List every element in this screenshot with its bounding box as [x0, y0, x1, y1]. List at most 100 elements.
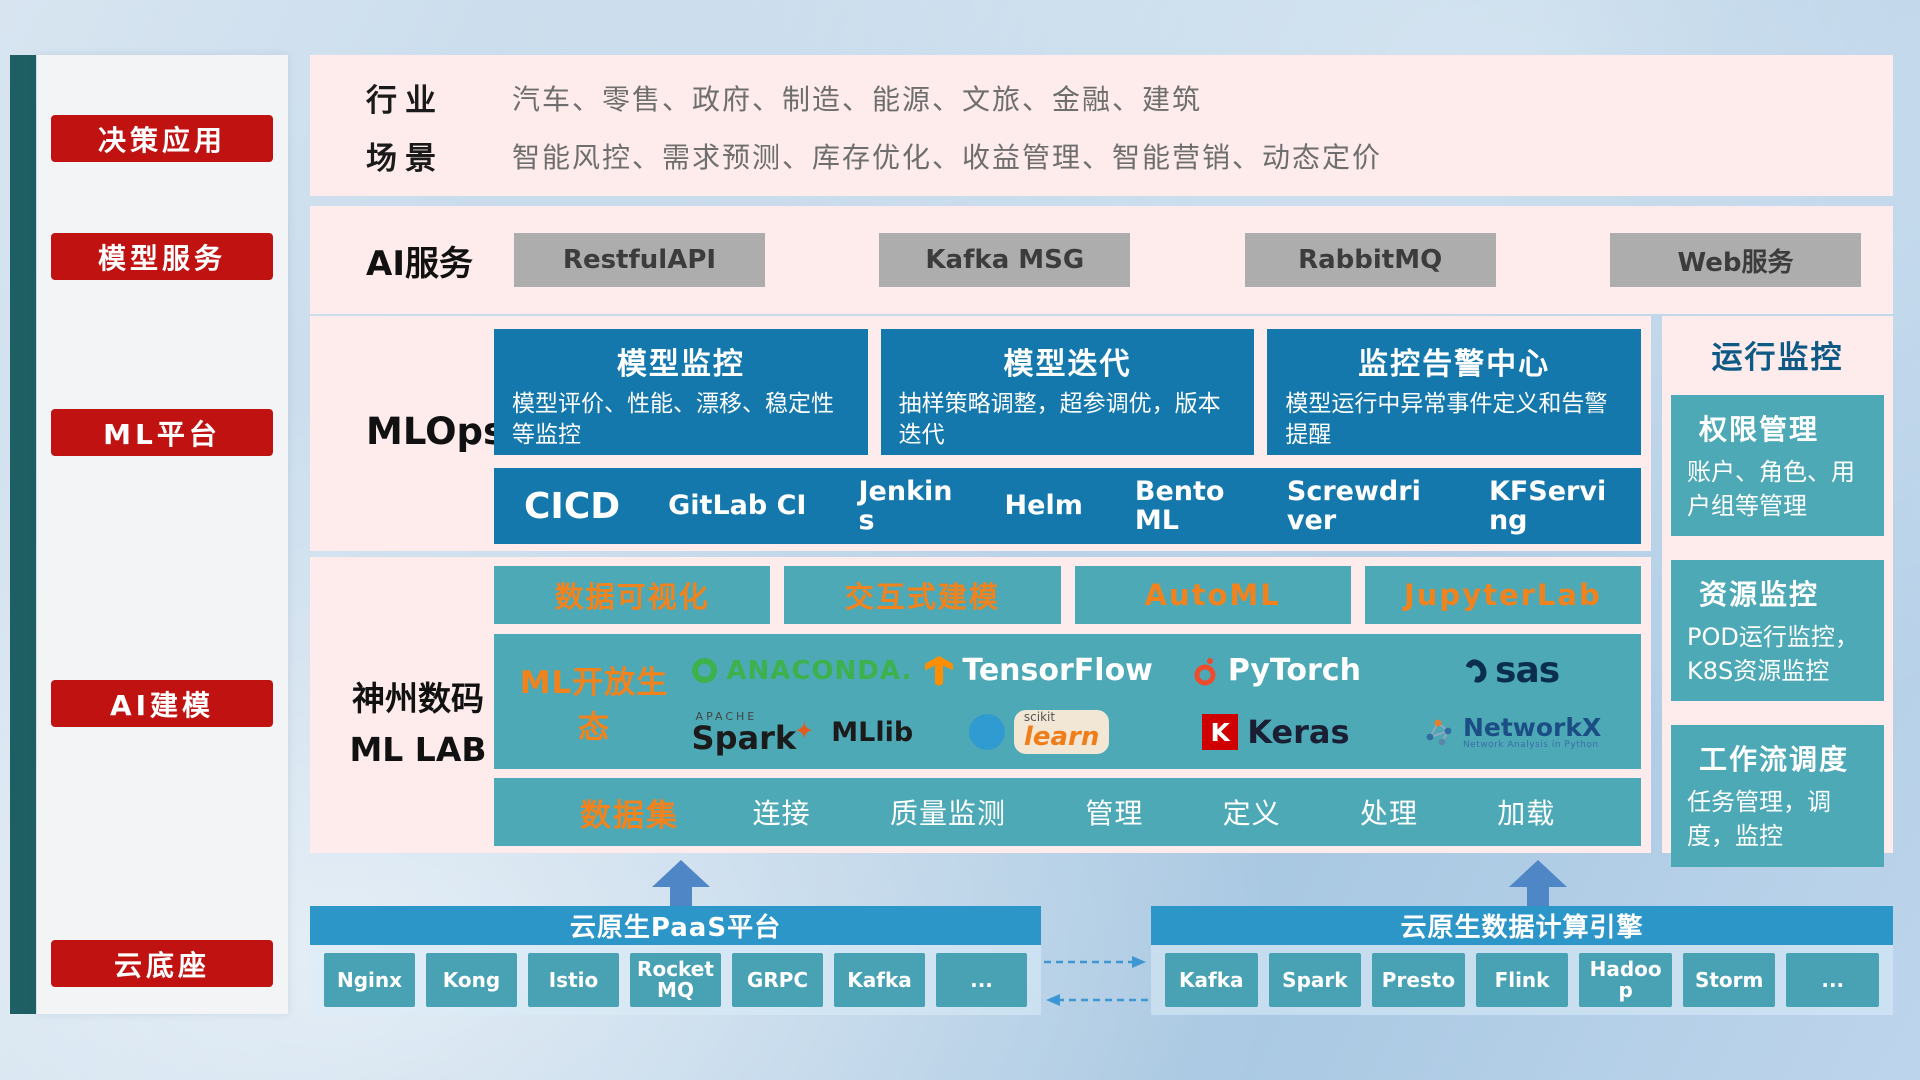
dataset-item-load: 加载	[1497, 797, 1556, 830]
dataset-item-manage: 管理	[1085, 797, 1144, 830]
card-alert-center: 监控告警中心 模型运行中异常事件定义和告警提醒	[1267, 329, 1642, 455]
pytorch-wordmark: PyTorch	[1227, 653, 1361, 689]
learn-label: learn	[1023, 721, 1100, 752]
ml-ecosystem-label: ML开放生态	[519, 664, 669, 746]
layer-button-ml-platform: ML平台	[51, 409, 273, 456]
card-desc: POD运行监控，K8S资源监控	[1687, 623, 1859, 685]
networkx-name: NetworkX	[1462, 712, 1602, 742]
chip-spark: Spark	[1268, 953, 1362, 1007]
arrow-head	[652, 860, 710, 887]
card-title: 资源监控	[1699, 578, 1820, 612]
ai-service-row: AI服务 RestfulAPI Kafka MSG RabbitMQ Web服务	[310, 206, 1893, 314]
data-engine-chips: Kafka Spark Presto Flink Hadoop Storm ..…	[1151, 945, 1893, 1015]
dataset-item-quality: 质量监测	[889, 797, 1006, 830]
tensorflow-logo: TensorFlow	[925, 653, 1153, 688]
industry-label: 行业	[366, 83, 444, 119]
dataset-bar: 数据集 连接 质量监测 管理 定义 处理 加载	[494, 778, 1641, 846]
keras-wordmark: Keras	[1247, 713, 1350, 752]
card-title: 模型监控	[616, 347, 745, 382]
sas-wordmark: sas	[1495, 650, 1560, 692]
scenario-label: 场景	[366, 141, 444, 177]
box-data-visualization: 数据可视化	[494, 566, 771, 624]
cicd-item-gitlab-ci: GitLab CI	[668, 490, 807, 522]
card-desc: 任务管理，调度，监控	[1687, 788, 1831, 850]
sas-logo: sas	[1461, 650, 1560, 692]
apache-label: APACHE	[695, 709, 758, 723]
cicd-item-kfserving: KFServing	[1488, 475, 1607, 536]
chip-kafka-msg: Kafka MSG	[879, 233, 1131, 287]
box-interactive-modeling: 交互式建模	[784, 566, 1061, 624]
runtime-monitor-title: 运行监控	[1711, 340, 1844, 376]
data-engine-bar: 云原生数据计算引擎	[1151, 906, 1893, 945]
mlops-row: MLOps 模型监控 模型评价、性能、漂移、稳定性等监控 模型迭代 抽样策略调整…	[310, 316, 1651, 551]
cicd-items: GitLab CI Jenkins Helm BentoML Screwdriv…	[668, 477, 1611, 535]
anaconda-icon	[692, 658, 718, 684]
scikit-learn-wordmark: scikit learn	[1013, 710, 1110, 755]
spark-star-icon	[794, 717, 814, 745]
spark-mllib-logo: APACHE Spark MLlib	[692, 711, 914, 754]
up-arrow-icon	[652, 860, 710, 906]
box-automl: AutoML	[1074, 566, 1351, 624]
card-desc: 模型运行中异常事件定义和告警提醒	[1285, 391, 1608, 449]
mllab-row: 神州数码 ML LAB 数据可视化 交互式建模 AutoML JupyterLa…	[310, 557, 1651, 853]
scikit-label: scikit	[1023, 710, 1056, 725]
ai-service-label: AI服务	[366, 243, 473, 284]
up-arrow-icon	[1509, 860, 1567, 906]
chip-grpc: GRPC	[732, 953, 823, 1007]
paas-platform-bar: 云原生PaaS平台	[310, 906, 1041, 945]
scikit-learn-logo: scikit learn	[968, 710, 1110, 755]
pytorch-logo: PyTorch	[1191, 653, 1361, 688]
scenario-line: 场景 智能风控、需求预测、库存优化、收益管理、智能营销、动态定价	[366, 133, 1873, 178]
dataset-item-connect: 连接	[752, 797, 811, 830]
ml-ecosystem-logos: ANACONDA. TensorFlow PyTorch	[684, 634, 1631, 769]
runtime-monitor-column: 运行监控 权限管理 账户、角色、用户组等管理 资源监控 POD运行监控，K8S资…	[1662, 316, 1893, 867]
card-desc: 抽样策略调整，超参调优，版本迭代	[898, 391, 1221, 449]
card-desc: 模型评价、性能、漂移、稳定性等监控	[512, 391, 834, 449]
arrow-stem	[670, 887, 692, 906]
mllab-label-line2: ML LAB	[349, 730, 487, 770]
chip-hadoop: Hadoop	[1579, 953, 1672, 1007]
cicd-item-jenkins: Jenkins	[858, 475, 953, 536]
industry-scenario-row: 行业 汽车、零售、政府、制造、能源、文旅、金融、建筑 场景 智能风控、需求预测、…	[310, 55, 1893, 196]
runtime-monitor-cards: 权限管理 账户、角色、用户组等管理 资源监控 POD运行监控，K8S资源监控 工…	[1662, 395, 1893, 867]
paas-platform-chips: Nginx Kong Istio RocketMQ GRPC Kafka ...	[310, 945, 1041, 1015]
networkx-subtitle: Network Analysis in Python	[1462, 740, 1599, 751]
anaconda-wordmark: ANACONDA.	[726, 655, 913, 686]
box-jupyterlab: JupyterLab	[1364, 566, 1641, 624]
dashed-arrow-icons	[1044, 950, 1148, 1012]
chip-rabbitmq: RabbitMQ	[1244, 233, 1496, 287]
card-resource-monitoring: 资源监控 POD运行监控，K8S资源监控	[1671, 560, 1884, 702]
layer-button-cloud-base: 云底座	[51, 940, 273, 987]
dashed-exchange-arrows	[1044, 956, 1148, 1006]
mlops-label: MLOps	[366, 410, 506, 453]
card-permission-management: 权限管理 账户、角色、用户组等管理	[1671, 395, 1884, 537]
networkx-wordmark: NetworkX Network Analysis in Python	[1463, 714, 1601, 751]
card-title: 工作流调度	[1699, 743, 1850, 777]
scikit-learn-icon	[968, 714, 1005, 751]
chip-storm: Storm	[1682, 953, 1776, 1007]
card-model-monitoring: 模型监控 模型评价、性能、漂移、稳定性等监控	[494, 329, 868, 455]
cicd-item-bentoml: BentoML	[1134, 475, 1225, 536]
cicd-item-screwdriver: Screwdriver	[1286, 475, 1421, 536]
left-accent-bar	[10, 55, 36, 1014]
chip-more: ...	[936, 953, 1027, 1007]
tensorflow-wordmark: TensorFlow	[962, 653, 1153, 689]
spark-wordmark: APACHE Spark	[692, 711, 817, 754]
ml-ecosystem-box: ML开放生态 ANACONDA. TensorFlow	[494, 634, 1641, 769]
layer-button-ai-modeling: AI建模	[51, 680, 273, 727]
ai-service-chips: RestfulAPI Kafka MSG RabbitMQ Web服务	[514, 233, 1861, 287]
tensorflow-icon	[925, 655, 954, 686]
arrow-head	[1509, 860, 1567, 887]
card-title: 监控告警中心	[1358, 347, 1551, 382]
layer-nav-sidebar: 决策应用 模型服务 ML平台 AI建模 云底座	[37, 55, 288, 1014]
mllab-label-line1: 神州数码	[352, 679, 484, 718]
chip-restfulapi: RestfulAPI	[514, 233, 765, 287]
card-title: 权限管理	[1699, 413, 1820, 446]
industry-values: 汽车、零售、政府、制造、能源、文旅、金融、建筑	[512, 82, 1203, 116]
chip-presto: Presto	[1372, 953, 1465, 1007]
dataset-items: 连接 质量监测 管理 定义 处理 加载	[713, 792, 1595, 832]
anaconda-logo: ANACONDA.	[692, 656, 912, 686]
card-title: 模型迭代	[1003, 347, 1132, 382]
chip-kong: Kong	[426, 953, 517, 1007]
card-workflow-scheduling: 工作流调度 任务管理，调度，监控	[1671, 725, 1884, 867]
